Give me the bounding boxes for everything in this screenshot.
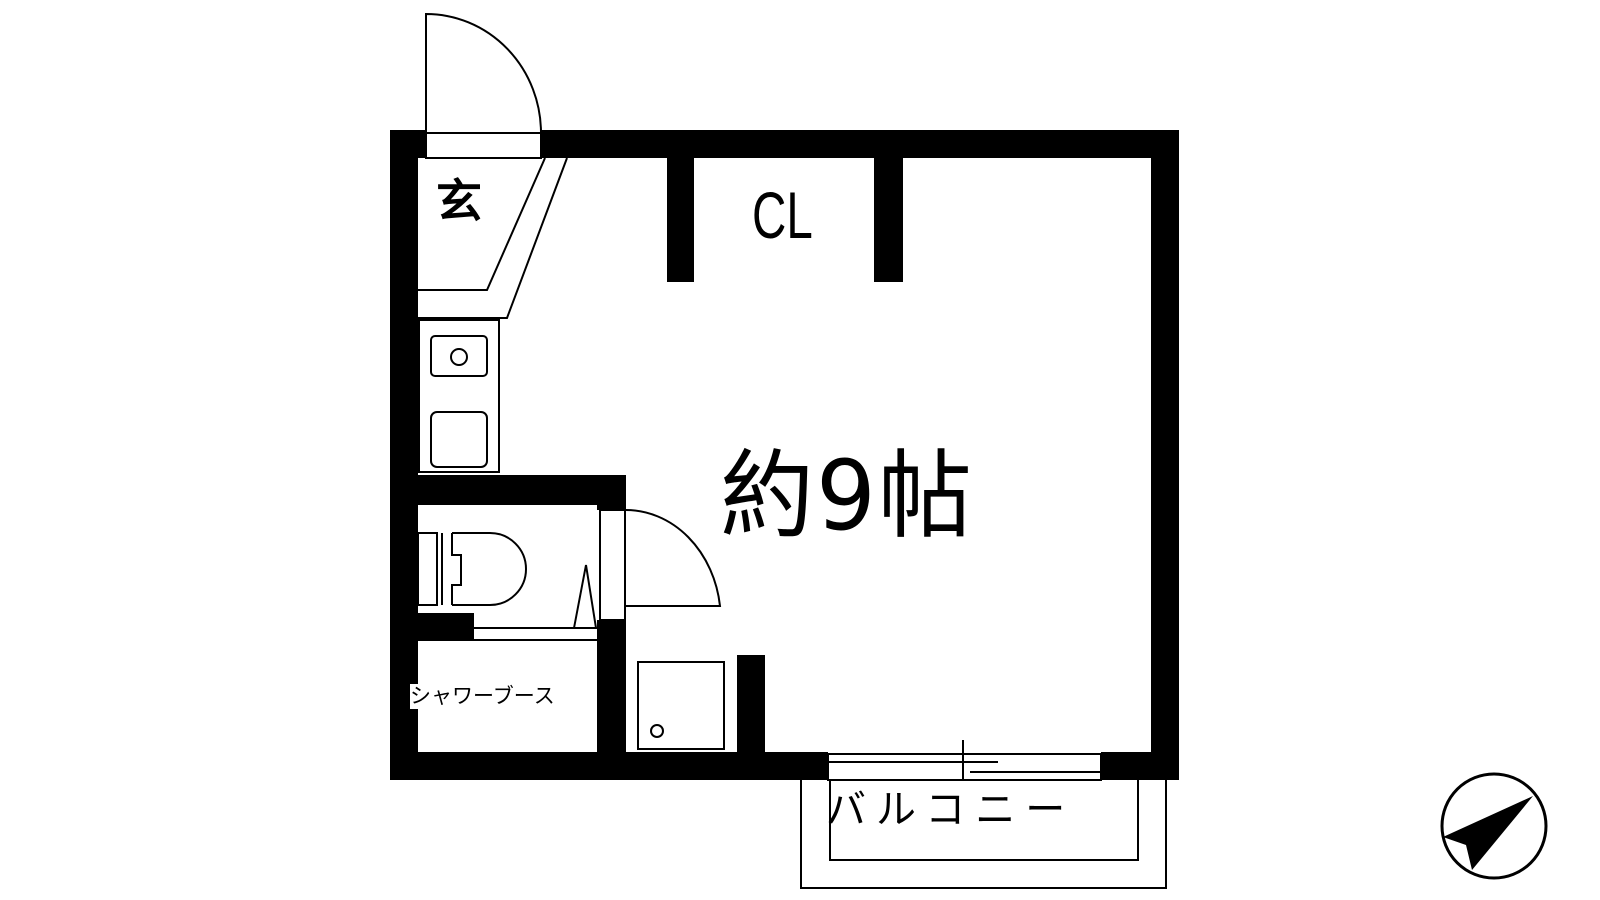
- balcony-inner-rail: [829, 780, 1139, 861]
- closet-label: CL: [752, 178, 813, 252]
- shower-booth-label: シャワーブース: [410, 684, 555, 709]
- entrance-door-swing: [425, 12, 542, 134]
- fixtures: [417, 12, 1167, 889]
- drain-icon: [650, 724, 664, 738]
- north-arrow-icon: [1443, 796, 1533, 870]
- sink-icon: [430, 411, 488, 468]
- balcony-outer-rail: [800, 780, 1167, 889]
- walls: [390, 130, 1179, 780]
- entrance-door-frame: [425, 132, 542, 159]
- compass: [1440, 772, 1548, 880]
- compass-circle-icon: [1440, 772, 1548, 880]
- balcony-label: バルコニー: [826, 787, 1076, 833]
- genkan-label: 玄: [436, 174, 482, 228]
- washer-pan: [637, 661, 725, 750]
- main-room-label: 約9帖: [720, 440, 974, 552]
- stove-burner-icon: [450, 348, 468, 366]
